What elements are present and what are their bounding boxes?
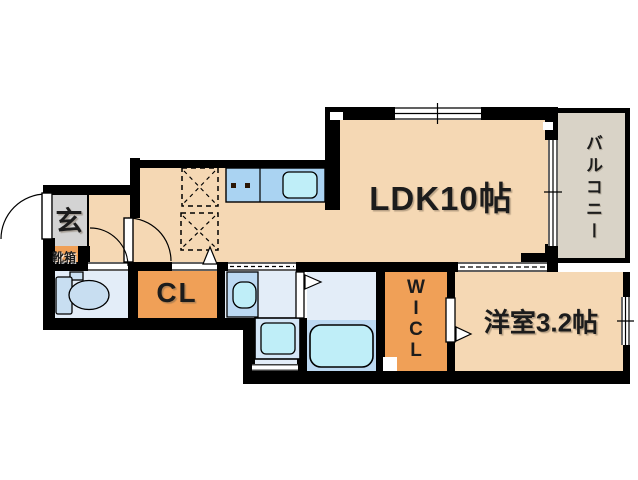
window-icon [395,103,481,124]
closet-label: CL [156,277,198,308]
walls [43,107,630,384]
wall-notches [330,112,553,371]
window-icon [617,297,634,345]
sliding-door-icon [458,262,547,272]
bathroom-door-leaf [295,271,305,319]
toilet-icon [55,271,110,315]
window-icon [252,364,298,371]
wicl-letter-i: I [413,298,419,319]
shoe-box-area [50,246,80,267]
wicl-letter-l: L [410,340,422,361]
closet-floor [138,270,218,318]
sliding-door-icon [228,262,296,271]
walk-in-closet-floor [385,270,447,372]
refrigerator-space-icon [181,167,219,207]
hall-door-swing [123,217,172,263]
folding-door-triangle-icon [202,245,218,265]
western-room-label: 洋室3.2帖 [483,307,599,338]
washbasin-icon [226,271,259,318]
walk-in-closet-label: W I C L [407,277,425,361]
appliance-space-icon [180,212,219,251]
wicl-letter-w: W [407,277,425,298]
entrance-door-swing [0,192,53,240]
window-icon [544,140,562,246]
bathtub-icon [309,324,374,368]
toilet-door-swing [89,227,129,267]
entrance-label: 玄 [55,206,83,237]
stove-burners-icon [231,183,250,188]
appliance-spaces [180,167,219,251]
balcony-floor [558,113,625,258]
entrance-floor [53,195,88,248]
balcony-label: バルコニー [583,134,602,244]
windows [88,103,634,371]
western-room-floor [455,272,623,372]
kitchen-counter [225,167,326,203]
ldk-floor [325,120,548,262]
toilet-door-opening [88,262,128,271]
wicl-letter-c: C [409,319,423,340]
wicl-door-leaf [445,297,456,343]
doors [0,192,473,343]
shoe-box-label: 靴箱 [51,250,77,265]
folding-door-triangle-icon [455,326,473,342]
washing-machine-icon [254,317,301,360]
folding-door-triangle-icon [304,274,323,290]
ldk-room-label: LDK10帖 [369,180,513,217]
kitchen-sink-icon [282,171,318,199]
